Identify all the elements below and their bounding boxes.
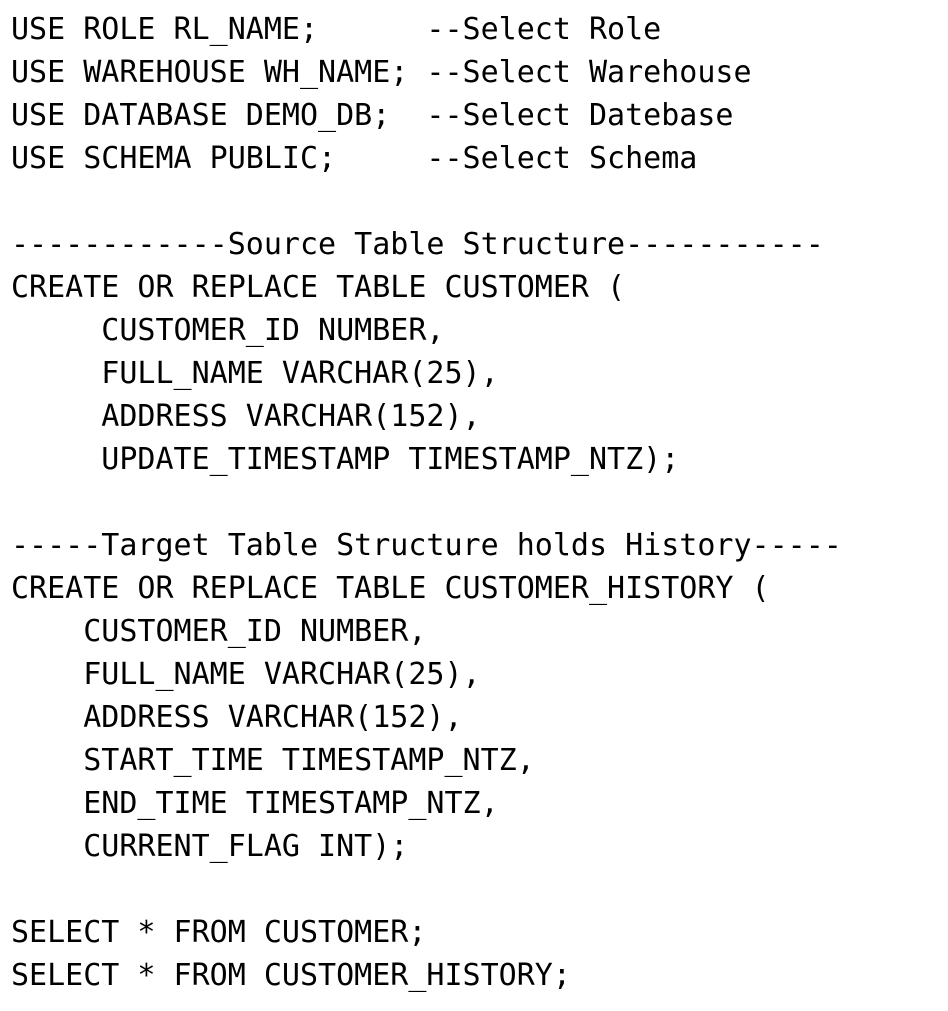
code-line: CUSTOMER_ID NUMBER,	[11, 313, 445, 348]
code-line: CREATE OR REPLACE TABLE CUSTOMER_HISTORY…	[11, 571, 770, 606]
code-line: CREATE OR REPLACE TABLE CUSTOMER (	[11, 270, 626, 305]
sql-code-block: USE ROLE RL_NAME; --Select Role USE WARE…	[11, 8, 842, 997]
code-line: FULL_NAME VARCHAR(25),	[11, 657, 481, 692]
code-line: ------------Source Table Structure------…	[11, 227, 824, 262]
code-line: SELECT * FROM CUSTOMER;	[11, 915, 427, 950]
code-line	[11, 868, 842, 911]
code-line	[11, 481, 842, 524]
code-line: CUSTOMER_ID NUMBER,	[11, 614, 427, 649]
code-line: USE SCHEMA PUBLIC; --Select Schema	[11, 141, 698, 176]
code-line: -----Target Table Structure holds Histor…	[11, 528, 842, 563]
code-line	[11, 180, 842, 223]
code-line: ADDRESS VARCHAR(152),	[11, 700, 463, 735]
code-line: START_TIME TIMESTAMP_NTZ,	[11, 743, 535, 778]
code-line: USE WAREHOUSE WH_NAME; --Select Warehous…	[11, 55, 752, 90]
code-line: USE DATABASE DEMO_DB; --Select Datebase	[11, 98, 734, 133]
code-line: FULL_NAME VARCHAR(25),	[11, 356, 499, 391]
code-line: CURRENT_FLAG INT);	[11, 829, 409, 864]
code-line: UPDATE_TIMESTAMP TIMESTAMP_NTZ);	[11, 442, 680, 477]
code-line: SELECT * FROM CUSTOMER_HISTORY;	[11, 958, 571, 993]
code-line: ADDRESS VARCHAR(152),	[11, 399, 481, 434]
code-line: END_TIME TIMESTAMP_NTZ,	[11, 786, 499, 821]
code-line: USE ROLE RL_NAME; --Select Role	[11, 12, 662, 47]
